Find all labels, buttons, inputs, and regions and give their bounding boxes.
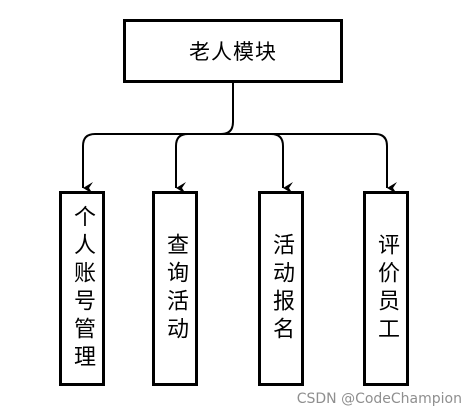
trunk-connector	[82, 83, 234, 186]
connector-to-child-2	[175, 133, 233, 194]
connector-to-child-3	[233, 133, 293, 194]
child-node-rate-staff: 评价员工	[363, 191, 409, 386]
root-node-label: 老人模块	[189, 40, 277, 64]
child-node-personal-account: 个人账号管理	[59, 191, 105, 386]
child-node-label: 活动报名	[269, 232, 294, 345]
child-node-label: 查询活动	[163, 232, 188, 345]
connector-to-child-4	[233, 133, 397, 194]
child-node-label: 评价员工	[374, 232, 399, 345]
root-node-elderly-module: 老人模块	[123, 19, 343, 83]
child-node-activity-signup: 活动报名	[258, 191, 304, 386]
watermark-text: CSDN @CodeChampion	[296, 391, 462, 407]
child-node-label: 个人账号管理	[70, 204, 95, 373]
child-node-query-activity: 查询活动	[152, 191, 198, 386]
